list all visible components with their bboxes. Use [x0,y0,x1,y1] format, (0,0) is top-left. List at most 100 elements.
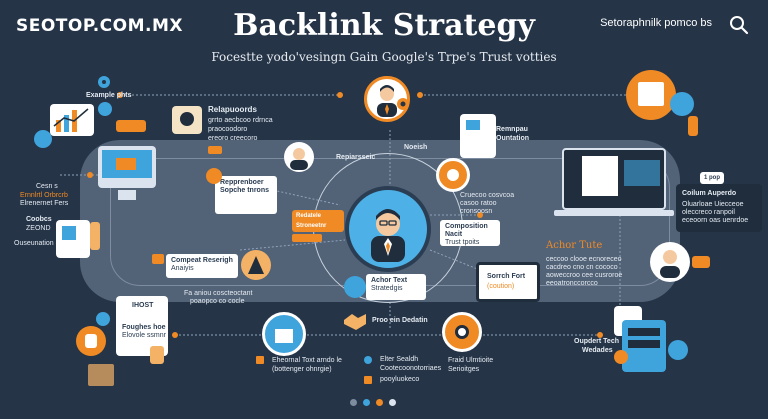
arrow-icon [152,254,164,264]
label-cesn: Cesn s [36,183,58,190]
reasoning-line-2: poaopco co cocle [190,298,245,305]
person-icon [344,276,366,298]
megaphone-icon [241,250,271,280]
achor-tute-line-1: ceccoo clooe ecnoreceo [546,256,622,263]
bullet-icon [364,376,372,384]
external-line-2: (bottenger ohnrgie) [272,366,332,373]
relapuoords-line-1: grrto aecbcoo rdrnca [208,117,273,124]
outer-line-1: Oupdert Tech [574,338,619,345]
achor-tute-line-3: aoweccroo cee cusroroe [546,272,623,279]
callout-repprenboer: Repprenboer Sopche tnrons [215,176,277,214]
label-repiarsseic: Repiarsseic [336,154,376,161]
column-line-2: oleccreco ranpoil [682,209,735,216]
pager-dot-1[interactable] [350,399,357,406]
handshake-icon [344,314,366,330]
stand-icon [88,364,114,386]
gear-icon [397,98,409,110]
businessman-icon [371,209,405,262]
remnpau-line-1: Cruecoo cosvcoa [460,192,515,199]
label-coobcs: Coobcs [26,216,52,223]
label-ountation: Ountation [496,135,530,142]
outer-line-2: Wedades [582,347,613,354]
badge-num: 1 [704,175,708,181]
magnifier-icon [688,116,698,136]
building-icon [262,312,306,356]
achor-text-line-1: Achor Text [371,277,408,284]
callout-achor-text: Achor Text Stratedgis [366,274,426,300]
fireil-line-1: Fraid Ulmtioite [448,357,494,364]
ihost-document: IHOST Foughes hoe Elovole ssmnr [116,296,168,356]
remnpau-line-2: casoo ratoo [460,200,497,207]
repprenboer-line-1: Repprenboer [220,179,264,186]
certificate-icon [56,220,90,258]
remnpau-line-3: cronsoosn [460,208,493,215]
header-right-text: Setoraphnilk pomco bs [600,17,712,29]
search-icon[interactable] [728,14,750,36]
person-icon [180,112,194,126]
label-zeoiind: ZEOND [26,225,51,232]
column-line-3: eceoorn oas uenrdoe [682,217,749,224]
side-list-item-2: Elrenernet Fers [20,200,69,207]
pill-redatele: Redatele Stroneetnr [292,210,344,232]
fonghea-line-2: Elovole ssmnr [122,332,166,339]
callout-column: Coilum Auperdo Oluarloae Uiecceoe oleccr… [676,184,762,232]
monitor-stand [118,190,136,200]
elter-line-2: Cootecoonotorriaes [380,365,442,372]
doc-badge [626,70,676,120]
bullet-icon [256,356,264,364]
achor-tute-line-2: cacdreo cno cn cococo [546,264,618,271]
column-title: Coilum Auperdo [682,190,737,197]
fonghea-line-1: Foughes hoe [122,324,166,331]
site-logo[interactable]: SEOTOP.COM.MX [16,16,183,36]
page-title: Backlink Strategy [233,8,535,43]
label-example-phts: Example phts [86,92,132,99]
network-icon [668,340,688,360]
badge-number: 1 pop [700,172,724,184]
elter-line-3: pooyluokeco [380,376,420,383]
redatele-line-1: Redatele [296,213,322,219]
bullet-icon [364,356,372,364]
pager-dot-2[interactable] [363,399,370,406]
pencil-icon [150,346,164,364]
repprenboer-line-2: Sopche tnrons [220,187,270,194]
laptop-icon [562,148,666,210]
gear-icon [34,130,52,148]
key-icon [292,234,322,242]
gear-icon [96,312,110,326]
column-line-1: Oluarloae Uiecceoe [682,201,744,208]
chart-board [50,104,94,136]
person-icon [377,85,397,117]
label-ouseunation: Ouseunation [14,240,54,247]
document-icon [460,114,496,158]
message-icon [206,168,222,184]
search-fort-screen: Sorrch Fort (coution) [476,262,540,302]
pager-dot-4[interactable] [389,399,396,406]
achor-tute-line-4: eeoatronccorcco [546,280,598,287]
gear-icon [98,102,112,116]
label-remnpau: Remnpau [496,126,528,133]
reasoning-line-1: Fa aniou coscteoctant [184,290,253,297]
label-ihost: IHOST [132,302,154,309]
badge-txt: pop [709,175,721,181]
search-line-2: (coution) [487,283,515,290]
pager-dot-3[interactable] [376,399,383,406]
page-subtitle: Focestte yodo'vesingn Gain Google's Trpe… [211,50,557,64]
label-proo-ein: Proo ein Dedatin [372,317,428,324]
laptop-base [554,210,674,216]
label-achor-tute: Achor Tute [546,240,603,251]
relapuoords-line-2: praocoodoro [208,126,248,133]
relapuoords-line-3: ereoro creecoro [208,135,258,142]
elter-line-1: Elter Sealdh [380,356,419,363]
gear-icon [98,76,110,88]
pager-dots [350,399,396,406]
composition-line-2: Trust tpoits [445,239,480,246]
composition-line-1: Composition Nacit [445,223,488,238]
hub-person-badge[interactable] [345,186,431,272]
pencil-icon [90,222,100,250]
compeat-line-2: Anaiyis [171,265,194,272]
chat-bubble-icon [692,256,710,268]
key-icon [116,120,146,132]
callout-compeat: Compeat Reserigh Anaiyis [166,254,238,278]
gear-icon [614,350,628,364]
